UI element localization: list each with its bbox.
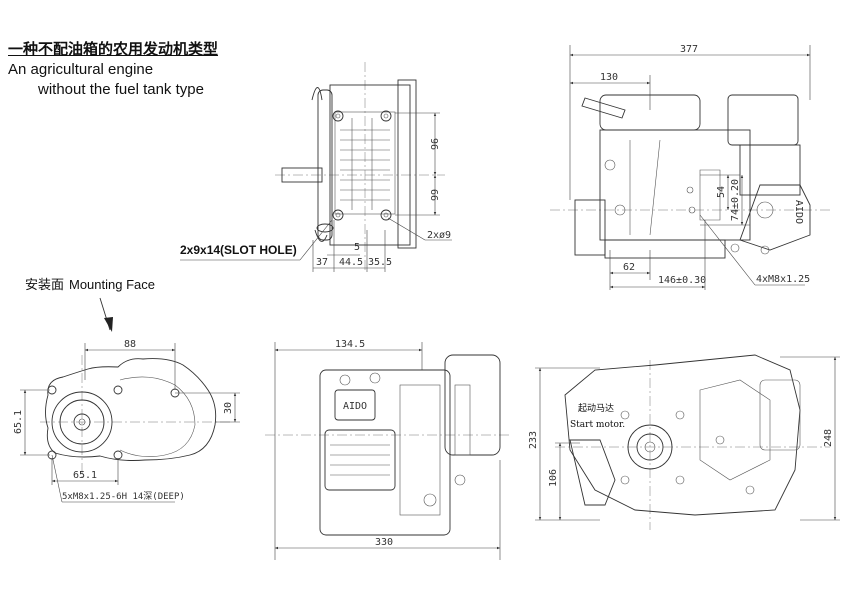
- dim-30: 30: [223, 402, 234, 414]
- dim-65-1-vertical: 65.1: [13, 410, 24, 434]
- slot-hole-label: 2x9x14(SLOT HOLE): [180, 243, 297, 257]
- dim-88: 88: [124, 339, 136, 350]
- brand-logo-front: AIDO: [343, 401, 367, 412]
- hole-label: 2xø9: [427, 230, 451, 241]
- dim-96: 96: [428, 138, 439, 150]
- mounting-face-view: 安装面 Mounting Face 88 65.1 30 65.1 5xM8x1…: [13, 277, 240, 503]
- dim-54: 54: [716, 186, 727, 198]
- mounting-face-label-en: Mounting Face: [69, 277, 155, 292]
- dim-106: 106: [548, 469, 559, 487]
- start-motor-label-cn: 起动马达: [578, 402, 614, 414]
- front-view: 134.5 AIDO 330: [265, 339, 510, 560]
- title-english-line2: without the fuel tank type: [38, 81, 204, 98]
- rear-view: 起动马达 Start motor. 233 106 248: [528, 354, 840, 530]
- dim-377: 377: [680, 44, 698, 55]
- dim-233: 233: [528, 431, 539, 449]
- dim-35-5: 35.5: [368, 257, 392, 268]
- dim-65-1-horizontal: 65.1: [73, 470, 97, 481]
- dim-5: 5: [354, 242, 360, 253]
- title-english-line1: An agricultural engine: [8, 61, 154, 78]
- mounting-face-label-cn: 安装面: [25, 277, 64, 292]
- top-right-view: 377 130 AIDO 54 74±0.20 62 146±0.30 4xM8…: [550, 44, 830, 290]
- thread-label: 5xM8x1.25-6H 14深(DEEP): [62, 491, 185, 502]
- dim-248: 248: [823, 429, 834, 447]
- bolt-label: 4xM8x1.25: [756, 274, 810, 285]
- dim-37: 37: [316, 257, 328, 268]
- dim-130: 130: [600, 72, 618, 83]
- dim-330: 330: [375, 537, 393, 548]
- dim-134-5: 134.5: [335, 339, 365, 350]
- arrow-icon: [104, 317, 113, 332]
- title-chinese: 一种不配油箱的农用发动机类型: [8, 41, 219, 58]
- dim-62: 62: [623, 262, 635, 273]
- side-view: 96 66 2xø9 5 37 44.5 35.5 2x9x14(SLOT HO…: [180, 62, 452, 272]
- dim-66: 66: [428, 189, 439, 201]
- dim-44-5: 44.5: [339, 257, 363, 268]
- dim-74: 74±0.20: [730, 179, 741, 221]
- dim-146: 146±0.30: [658, 275, 706, 286]
- brand-logo-top: AIDO: [793, 200, 804, 224]
- start-motor-label-en: Start motor.: [570, 420, 625, 430]
